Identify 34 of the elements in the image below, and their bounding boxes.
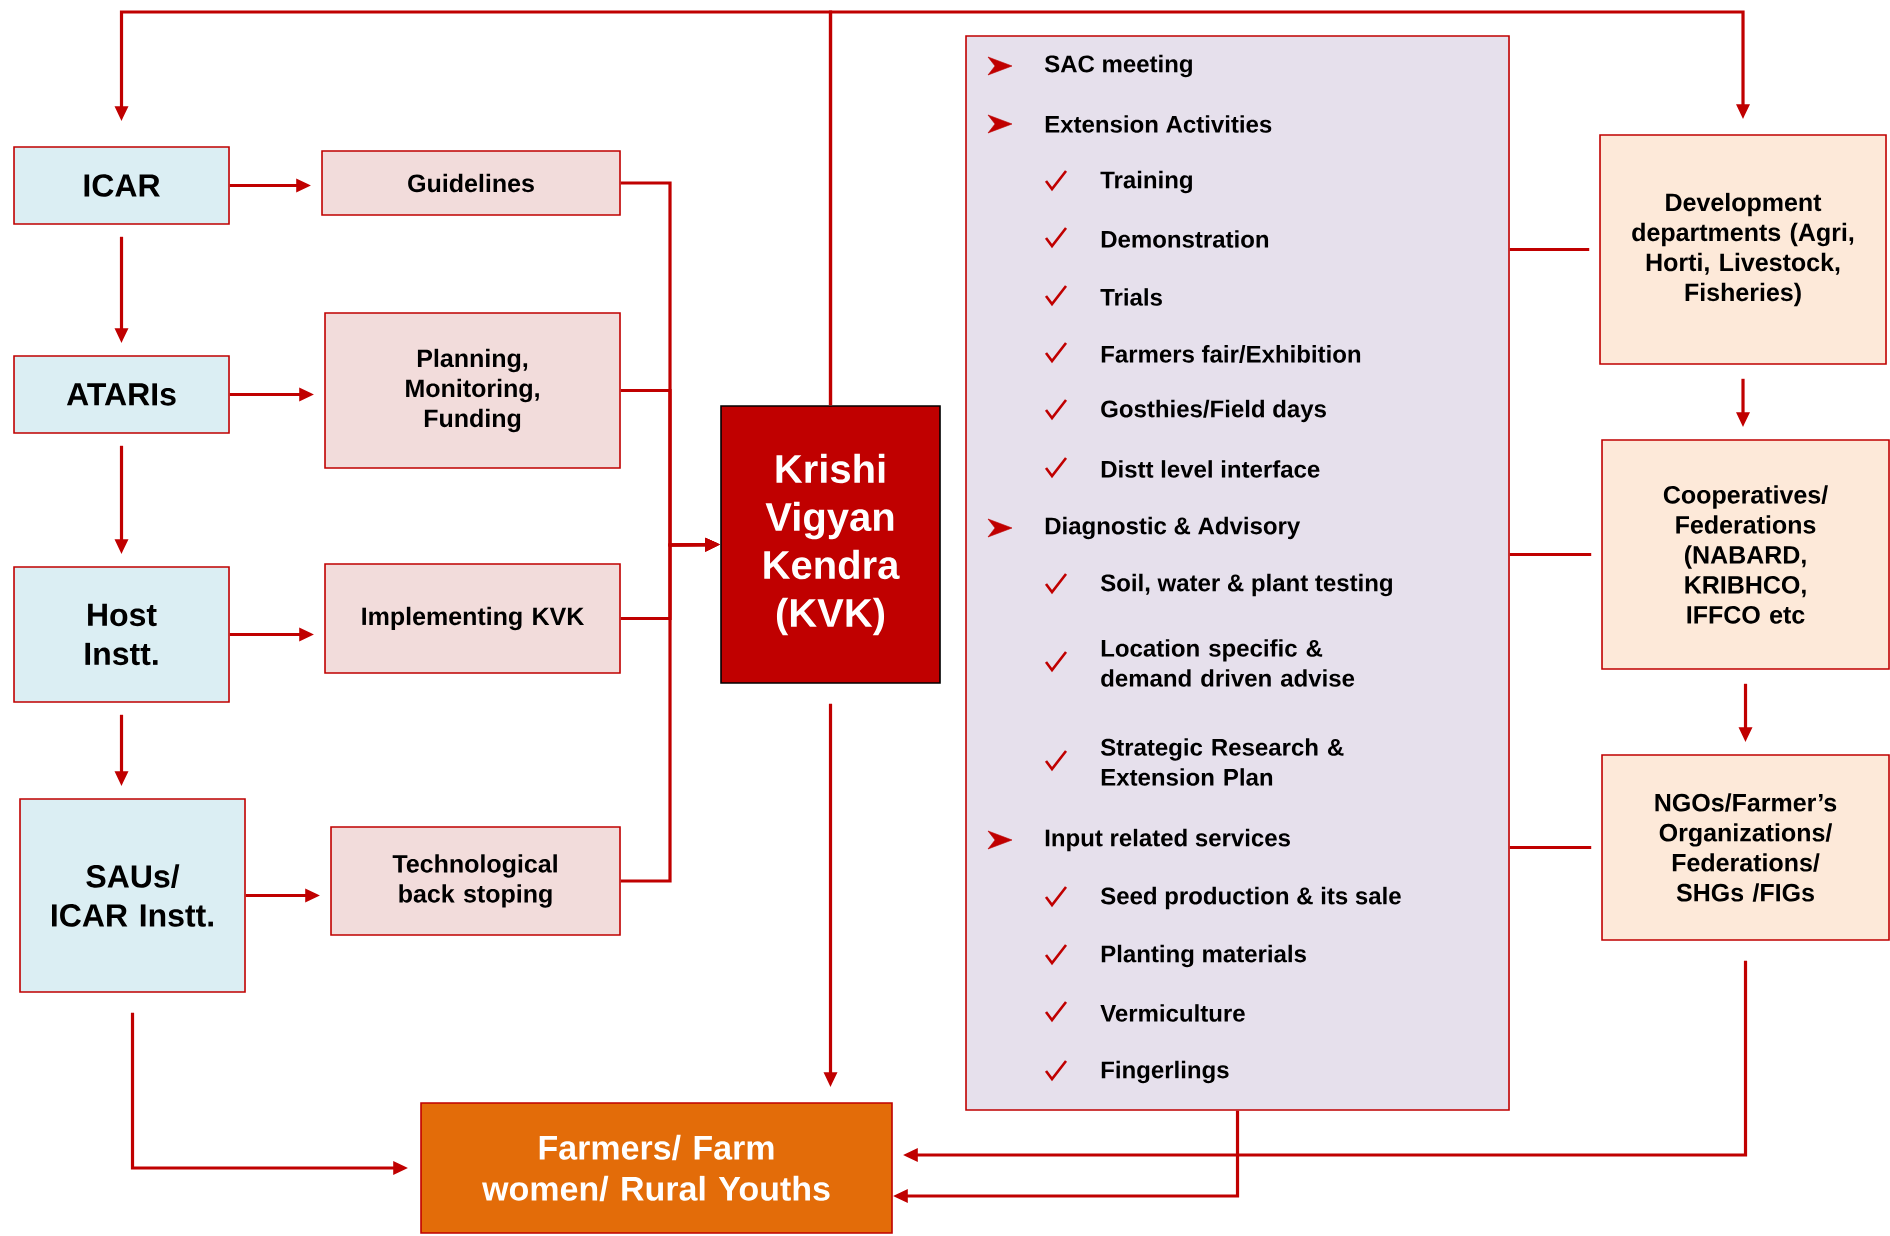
list-item: Input related services (1045, 828, 1290, 852)
list-item: Seed production & its sale (1100, 886, 1401, 910)
list-item: Vermiculture (1100, 1004, 1245, 1022)
list-item: Trials (1100, 288, 1162, 306)
org-box: SAUs/ ICAR Instt. (19, 798, 246, 993)
list-item: Strategic Research & Extension Plan (1100, 738, 1344, 786)
role-box: Technological back stoping (330, 826, 621, 936)
connector-line (1509, 247, 1590, 252)
list-item: Planting materials (1101, 944, 1306, 968)
list-item: Soil, water & plant testing (1100, 573, 1392, 597)
role-box: Guidelines (321, 150, 621, 216)
list-item: Diagnostic & Advisory (1045, 516, 1301, 540)
org-box: Host Instt. (13, 566, 230, 703)
org-box: ICAR (13, 146, 230, 225)
arrow (828, 10, 1750, 406)
list-item: SAC meeting (1044, 54, 1192, 78)
connector-line (1509, 552, 1592, 557)
list-item: Training (1100, 170, 1192, 194)
role-box: Implementing KVK (324, 563, 621, 674)
list-item: Farmers fair/Exhibition (1101, 345, 1361, 363)
beneficiary-box: Farmers/ Farm women/ Rural Youths (420, 1102, 893, 1234)
connector-line (1509, 845, 1592, 850)
partner-box: Cooperatives/ Federations (NABARD, KRIBHCO, IFFCO etc (1601, 439, 1890, 670)
kvk-box: Krishi Vigyan Kendra (KVK) (720, 405, 941, 684)
list-item: Fingerlings (1101, 1060, 1229, 1084)
partner-box: Development departments (Agri, Horti, Livestock, Fisheries) (1599, 134, 1887, 365)
list-item: Extension Activities (1045, 115, 1272, 133)
list-item: Distt level interface (1101, 460, 1320, 478)
role-box: Planning, Monitoring, Funding (324, 312, 621, 469)
org-box: ATARIs (13, 355, 230, 434)
partner-box: NGOs/Farmer’s Organizations/ Federations/ SHGs /FIGs (1601, 754, 1890, 941)
list-item: Location specific & demand driven advise (1101, 639, 1355, 687)
list-item: Gosthies/Field days (1101, 399, 1326, 423)
list-item: Demonstration (1101, 230, 1269, 248)
